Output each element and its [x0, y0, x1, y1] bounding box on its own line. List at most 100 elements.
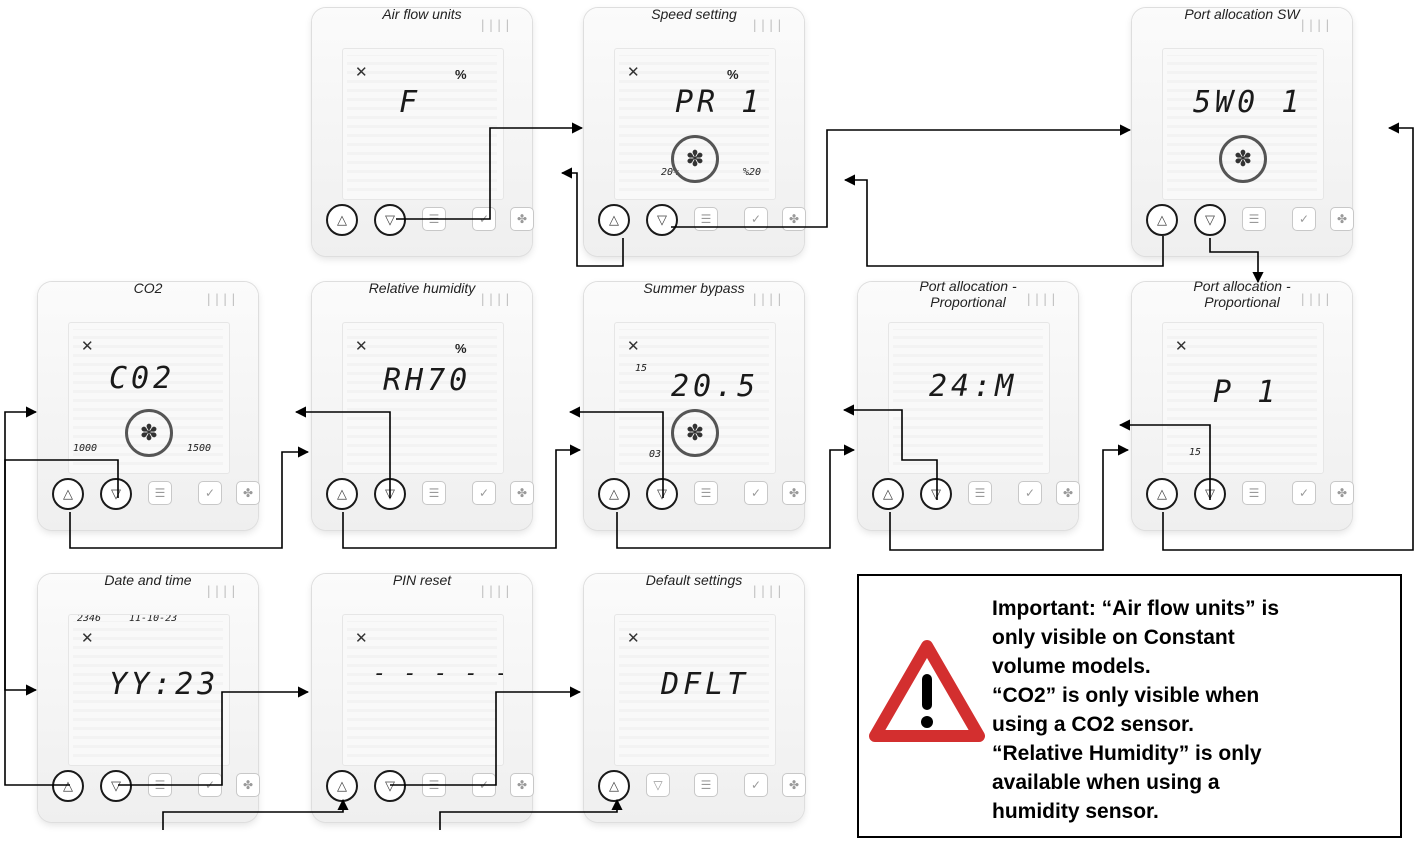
menu-button[interactable]: ☰: [422, 481, 446, 505]
menu-button[interactable]: ☰: [422, 207, 446, 231]
up-triangle-button[interactable]: △: [872, 478, 904, 510]
menu-button[interactable]: ☰: [694, 207, 718, 231]
menu-button[interactable]: ☰: [968, 481, 992, 505]
fan-button[interactable]: ✤: [510, 773, 534, 797]
arrow-portsw-to-speed: [843, 174, 1164, 267]
lcd-main-value: 5W0 1: [1193, 85, 1304, 120]
menu-button[interactable]: ☰: [422, 773, 446, 797]
down-triangle-button[interactable]: ▽: [646, 204, 678, 236]
fan-button[interactable]: ✤: [236, 481, 260, 505]
down-triangle-button[interactable]: ▽: [100, 770, 132, 802]
menu-icon: ☰: [700, 778, 712, 792]
down-triangle-button[interactable]: ▽: [374, 204, 406, 236]
fan-button[interactable]: ✤: [510, 481, 534, 505]
down-triangle-button[interactable]: ▽: [646, 478, 678, 510]
checkmark-button[interactable]: ✓: [472, 773, 496, 797]
checkmark-icon: ✓: [750, 212, 762, 226]
up-triangle-button[interactable]: △: [598, 478, 630, 510]
fan-icon: ✤: [516, 212, 528, 226]
lcd-small-readout: 15: [1189, 447, 1202, 458]
grip-marks: ||||: [1025, 292, 1058, 306]
grip-marks: ||||: [205, 292, 238, 306]
down-triangle-icon: ▽: [385, 486, 395, 501]
checkmark-button[interactable]: ✓: [1292, 207, 1316, 231]
down-triangle-icon: ▽: [657, 212, 667, 227]
checkmark-button[interactable]: ✓: [472, 207, 496, 231]
down-triangle-button[interactable]: ▽: [100, 478, 132, 510]
fan-button[interactable]: ✤: [1330, 207, 1354, 231]
down-triangle-button[interactable]: ▽: [1194, 204, 1226, 236]
up-triangle-button[interactable]: △: [1146, 478, 1178, 510]
lcd-background-segments: [347, 621, 497, 757]
checkmark-icon: ✓: [204, 486, 216, 500]
fan-button[interactable]: ✤: [1330, 481, 1354, 505]
menu-button[interactable]: ☰: [148, 773, 172, 797]
menu-button[interactable]: ☰: [694, 773, 718, 797]
checkmark-icon: ✓: [478, 212, 490, 226]
notice-line: only visible on Constant: [992, 626, 1235, 649]
down-triangle-icon: ▽: [931, 486, 941, 501]
up-triangle-button[interactable]: △: [52, 770, 84, 802]
lcd-small-readout: 11-10-23: [129, 614, 178, 624]
lcd-small-readout: 03: [649, 449, 662, 460]
down-triangle-button[interactable]: ▽: [646, 773, 670, 797]
up-triangle-button[interactable]: △: [326, 770, 358, 802]
notice-line: available when using a: [992, 771, 1220, 794]
up-triangle-icon: △: [337, 212, 347, 227]
checkmark-button[interactable]: ✓: [1018, 481, 1042, 505]
button-row: △ ▽ ☰ ✓ ✤: [326, 770, 534, 804]
fan-wheel-icon: ✽: [671, 409, 719, 457]
fan-button[interactable]: ✤: [236, 773, 260, 797]
menu-button[interactable]: ☰: [148, 481, 172, 505]
fan-icon: ✤: [788, 212, 800, 226]
up-triangle-button[interactable]: △: [326, 204, 358, 236]
checkmark-button[interactable]: ✓: [198, 773, 222, 797]
checkmark-button[interactable]: ✓: [1292, 481, 1316, 505]
menu-button[interactable]: ☰: [1242, 207, 1266, 231]
checkmark-icon: ✓: [1298, 212, 1310, 226]
lcd-screen: 24:M: [888, 322, 1050, 474]
up-triangle-button[interactable]: △: [326, 478, 358, 510]
lcd-small-readout: 20%: [661, 167, 680, 178]
checkmark-button[interactable]: ✓: [198, 481, 222, 505]
button-row: △ ▽ ☰ ✓ ✤: [872, 478, 1080, 512]
up-triangle-button[interactable]: △: [1146, 204, 1178, 236]
fan-button[interactable]: ✤: [782, 773, 806, 797]
down-triangle-button[interactable]: ▽: [1194, 478, 1226, 510]
fan-button[interactable]: ✤: [782, 207, 806, 231]
panel-title: Speed setting: [651, 6, 737, 22]
up-triangle-icon: △: [337, 778, 347, 793]
menu-button[interactable]: ☰: [694, 481, 718, 505]
down-triangle-button[interactable]: ▽: [920, 478, 952, 510]
lcd-main-value: C02: [109, 361, 176, 396]
fan-button[interactable]: ✤: [510, 207, 534, 231]
menu-button[interactable]: ☰: [1242, 481, 1266, 505]
panel-relative-humidity: |||| Relative humidity ✕ % RH70 △▽☰✓✤: [312, 280, 534, 530]
fan-icon: ✤: [788, 778, 800, 792]
button-row: △ ▽ ☰ ✓ ✤: [598, 204, 806, 238]
grip-marks: ||||: [751, 292, 784, 306]
checkmark-button[interactable]: ✓: [744, 207, 768, 231]
percent-sign: %: [455, 341, 467, 356]
checkmark-button[interactable]: ✓: [744, 773, 768, 797]
down-triangle-button[interactable]: ▽: [374, 770, 406, 802]
checkmark-button[interactable]: ✓: [472, 481, 496, 505]
fan-button[interactable]: ✤: [782, 481, 806, 505]
fan-button[interactable]: ✤: [1056, 481, 1080, 505]
menu-icon: ☰: [154, 778, 166, 792]
fan-icon: ✤: [1336, 212, 1348, 226]
checkmark-button[interactable]: ✓: [744, 481, 768, 505]
up-triangle-button[interactable]: △: [598, 770, 630, 802]
panel-title: Relative humidity: [368, 280, 476, 296]
down-triangle-button[interactable]: ▽: [374, 478, 406, 510]
up-triangle-icon: △: [609, 486, 619, 501]
up-triangle-button[interactable]: △: [52, 478, 84, 510]
fan-icon: ✕: [627, 630, 640, 647]
panel-title: Summer bypass: [643, 280, 745, 296]
checkmark-icon: ✓: [750, 486, 762, 500]
button-row: △ ▽ ☰ ✓ ✤: [598, 770, 806, 804]
menu-icon: ☰: [1248, 486, 1260, 500]
up-triangle-button[interactable]: △: [598, 204, 630, 236]
